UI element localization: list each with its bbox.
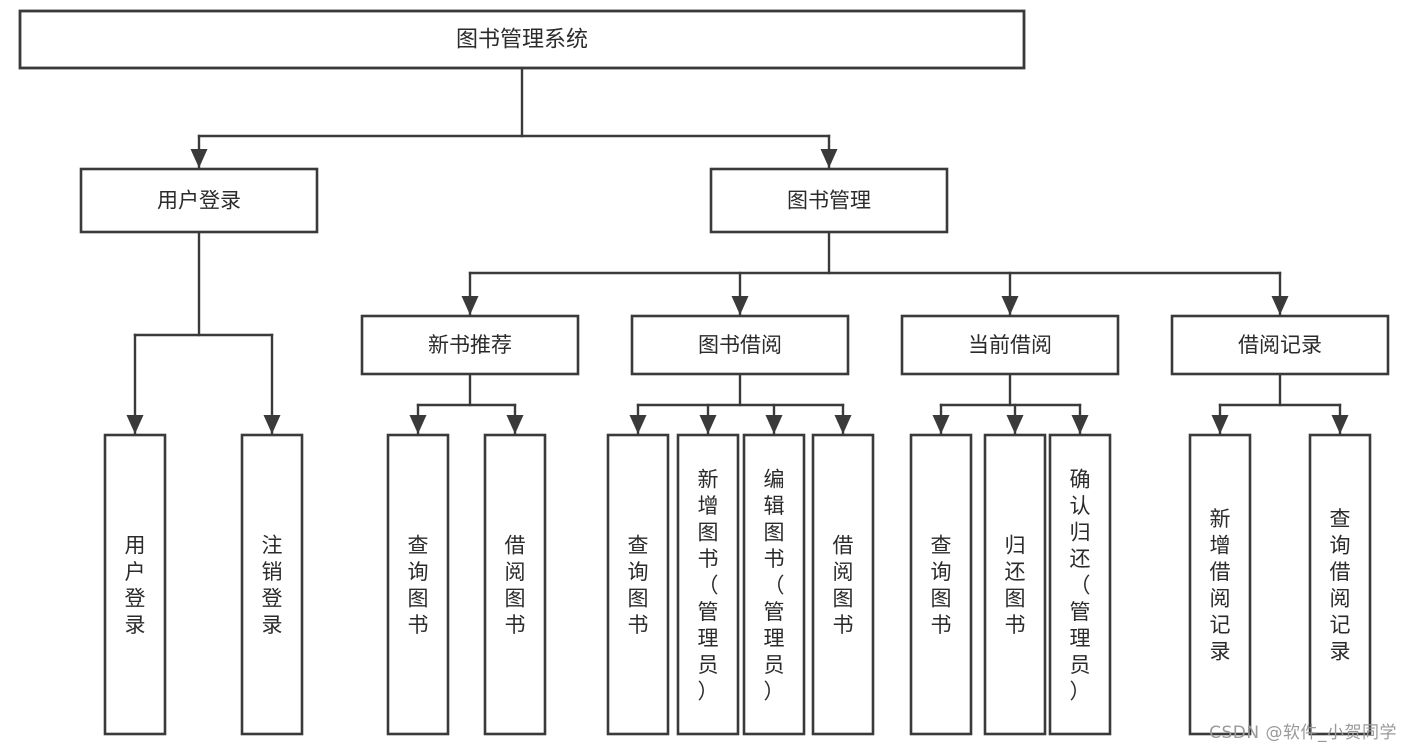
arrow-head <box>1331 415 1349 434</box>
csdn-watermark: CSDN @软件_小贺同学 <box>1209 723 1397 743</box>
connectors-layer <box>126 66 1349 436</box>
arrow-head <box>190 149 208 168</box>
node-user-login[interactable]: 用户登录 <box>79 167 319 234</box>
leaf-label: 查询图书 <box>931 534 952 638</box>
arrow-head <box>699 415 717 434</box>
node-current-borrow[interactable]: 当前借阅 <box>900 314 1120 376</box>
leaf-label: 用户登录 <box>125 534 146 638</box>
node-label: 用户登录 <box>157 189 241 213</box>
node-root-图书管理系统[interactable]: 图书管理系统 <box>18 9 1026 70</box>
leaf-label: 编辑图书（管理员） <box>764 467 785 703</box>
node-label: 新书推荐 <box>428 333 512 357</box>
arrow-head <box>1211 415 1229 434</box>
arrow-head <box>932 415 950 434</box>
node-borrow-record[interactable]: 借阅记录 <box>1170 314 1390 376</box>
leaf-label: 归还图书 <box>1005 534 1026 638</box>
arrow-head <box>765 415 783 434</box>
node-leaf-edit-book[interactable]: 编辑图书（管理员） <box>742 433 806 736</box>
node-leaf-logout[interactable]: 注销登录 <box>240 433 304 736</box>
node-leaf-borrow-book-1[interactable]: 借阅图书 <box>483 433 547 736</box>
arrow-head <box>409 415 427 434</box>
arrow-head <box>1001 296 1019 315</box>
node-leaf-user-login[interactable]: 用户登录 <box>103 433 167 736</box>
node-book-borrow[interactable]: 图书借阅 <box>630 314 850 376</box>
nodes-layer: 图书管理系统用户登录图书管理新书推荐图书借阅当前借阅借阅记录用户登录注销登录查询… <box>18 9 1390 736</box>
node-label: 借阅记录 <box>1238 333 1322 357</box>
arrow-head <box>506 415 524 434</box>
node-leaf-query-book-1[interactable]: 查询图书 <box>386 433 450 736</box>
node-label: 图书管理 <box>787 189 871 213</box>
leaf-label: 查询图书 <box>628 534 649 638</box>
node-new-book-recommend[interactable]: 新书推荐 <box>360 314 580 376</box>
leaf-label: 查询图书 <box>408 534 429 638</box>
arrow-head <box>1006 415 1024 434</box>
node-label: 图书借阅 <box>698 333 782 357</box>
node-leaf-borrow-book-2[interactable]: 借阅图书 <box>811 433 875 736</box>
node-leaf-return-book[interactable]: 归还图书 <box>983 433 1047 736</box>
node-leaf-query-record[interactable]: 查询借阅记录 <box>1308 433 1372 736</box>
node-leaf-query-book-3[interactable]: 查询图书 <box>909 433 973 736</box>
arrow-head <box>731 296 749 315</box>
arrow-head <box>1071 415 1089 434</box>
node-leaf-add-record[interactable]: 新增借阅记录 <box>1188 433 1252 736</box>
leaf-label: 确认归还（管理员） <box>1070 467 1091 703</box>
node-leaf-add-book[interactable]: 新增图书（管理员） <box>676 433 740 736</box>
arrow-head <box>820 149 838 168</box>
arrow-head <box>461 296 479 315</box>
leaf-label: 借阅图书 <box>505 534 526 638</box>
leaf-label: 新增借阅记录 <box>1210 507 1231 664</box>
arrow-head <box>1271 296 1289 315</box>
arrow-head <box>834 415 852 434</box>
node-label: 当前借阅 <box>968 333 1052 357</box>
leaf-label: 新增图书（管理员） <box>698 467 719 703</box>
node-book-manage[interactable]: 图书管理 <box>709 167 949 234</box>
leaf-label: 查询借阅记录 <box>1330 507 1351 664</box>
arrow-head <box>629 415 647 434</box>
node-label: 图书管理系统 <box>456 28 588 53</box>
leaf-label: 注销登录 <box>262 534 283 638</box>
arrow-head <box>126 415 144 434</box>
node-leaf-confirm-return[interactable]: 确认归还（管理员） <box>1048 433 1112 736</box>
node-leaf-query-book-2[interactable]: 查询图书 <box>606 433 670 736</box>
leaf-label: 借阅图书 <box>833 534 854 638</box>
arrow-head <box>263 415 281 434</box>
